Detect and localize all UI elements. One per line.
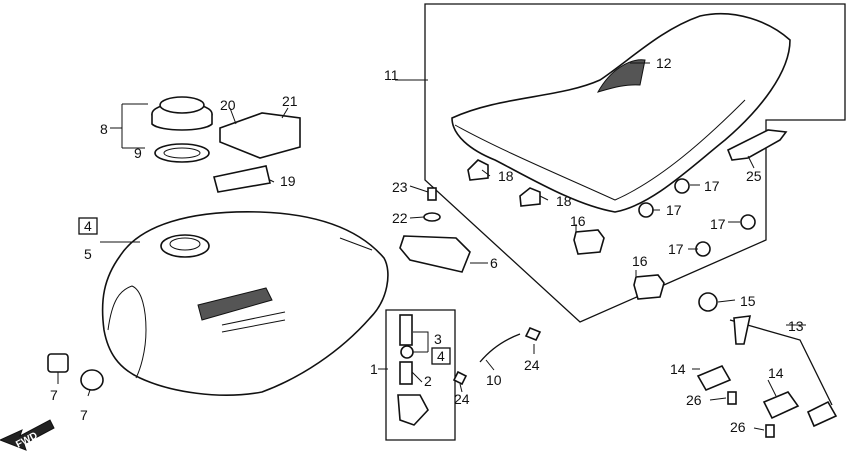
label-16-b: 16: [632, 253, 648, 269]
bracket-14a: [696, 364, 732, 392]
label-7-b: 7: [80, 407, 88, 423]
decal-19: [213, 165, 271, 193]
washer-22: [423, 212, 441, 222]
label-6: 6: [490, 255, 498, 271]
link-13: [733, 315, 752, 345]
seat-group-outline: [424, 3, 846, 323]
label-24-b: 24: [524, 357, 540, 373]
mount-16b: [633, 274, 665, 300]
fwd-arrow: FWD: [0, 419, 55, 451]
label-17-d: 17: [668, 241, 684, 257]
label-12: 12: [656, 55, 672, 71]
fuel-cap: [151, 96, 213, 163]
label-7-a: 7: [50, 387, 58, 403]
bolt-26b: [765, 424, 775, 438]
tank-badge: [197, 287, 273, 321]
label-4-a: 4: [84, 218, 92, 234]
cushion-17d: [695, 241, 711, 257]
label-21: 21: [282, 93, 298, 109]
label-22: 22: [392, 210, 408, 226]
label-17-b: 17: [666, 202, 682, 218]
label-24-a: 24: [454, 391, 470, 407]
cushion-17a: [674, 178, 690, 194]
label-26-b: 26: [730, 419, 746, 435]
rod-13: [729, 319, 833, 406]
rubber-7a: [47, 353, 69, 373]
screw-23: [427, 187, 437, 201]
label-19: 19: [280, 173, 296, 189]
label-14-a: 14: [670, 361, 686, 377]
seat-strap: [596, 59, 646, 93]
clip-24b: [524, 326, 542, 342]
bracket-14c: [806, 400, 838, 428]
mount-16a: [573, 229, 605, 255]
label-10: 10: [486, 372, 502, 388]
label-4-b: 4: [437, 348, 445, 364]
clip-24a: [452, 370, 468, 386]
label-18-a: 18: [498, 168, 514, 184]
label-18-b: 18: [556, 193, 572, 209]
label-8: 8: [100, 121, 108, 137]
label-4-a-box: [78, 217, 98, 235]
fuel-hose: [479, 333, 521, 363]
bolt-26a: [727, 391, 737, 405]
bracket-6: [399, 235, 471, 273]
rubber-7b: [80, 369, 104, 391]
cushion-17c: [740, 214, 756, 230]
label-1: 1: [370, 361, 378, 377]
rubber-18a: [467, 159, 489, 181]
label-20: 20: [220, 97, 236, 113]
seat: [451, 12, 791, 213]
label-14-b: 14: [768, 365, 784, 381]
label-16-a: 16: [570, 213, 586, 229]
label-11: 11: [384, 67, 399, 83]
label-17-a: 17: [704, 178, 720, 194]
bracket-14b: [762, 391, 800, 420]
label-23: 23: [392, 179, 408, 195]
label-17-c: 17: [710, 216, 726, 232]
rubber-18b: [519, 187, 541, 207]
label-5: 5: [84, 246, 92, 262]
bracket-25: [726, 129, 788, 161]
label-3: 3: [434, 331, 442, 347]
grommet-15: [698, 292, 718, 312]
cushion-17b: [638, 202, 654, 218]
label-9: 9: [134, 145, 142, 161]
label-26-a: 26: [686, 392, 702, 408]
label-15: 15: [740, 293, 756, 309]
label-13: 13: [788, 318, 804, 334]
fuel-tank: [101, 211, 389, 396]
label-4-b-box: [431, 347, 451, 365]
fuel-valve: [397, 314, 429, 426]
label-2: 2: [424, 373, 432, 389]
decal-20-21: [219, 112, 301, 159]
label-25: 25: [746, 168, 762, 184]
valve-group-box: [385, 309, 456, 441]
